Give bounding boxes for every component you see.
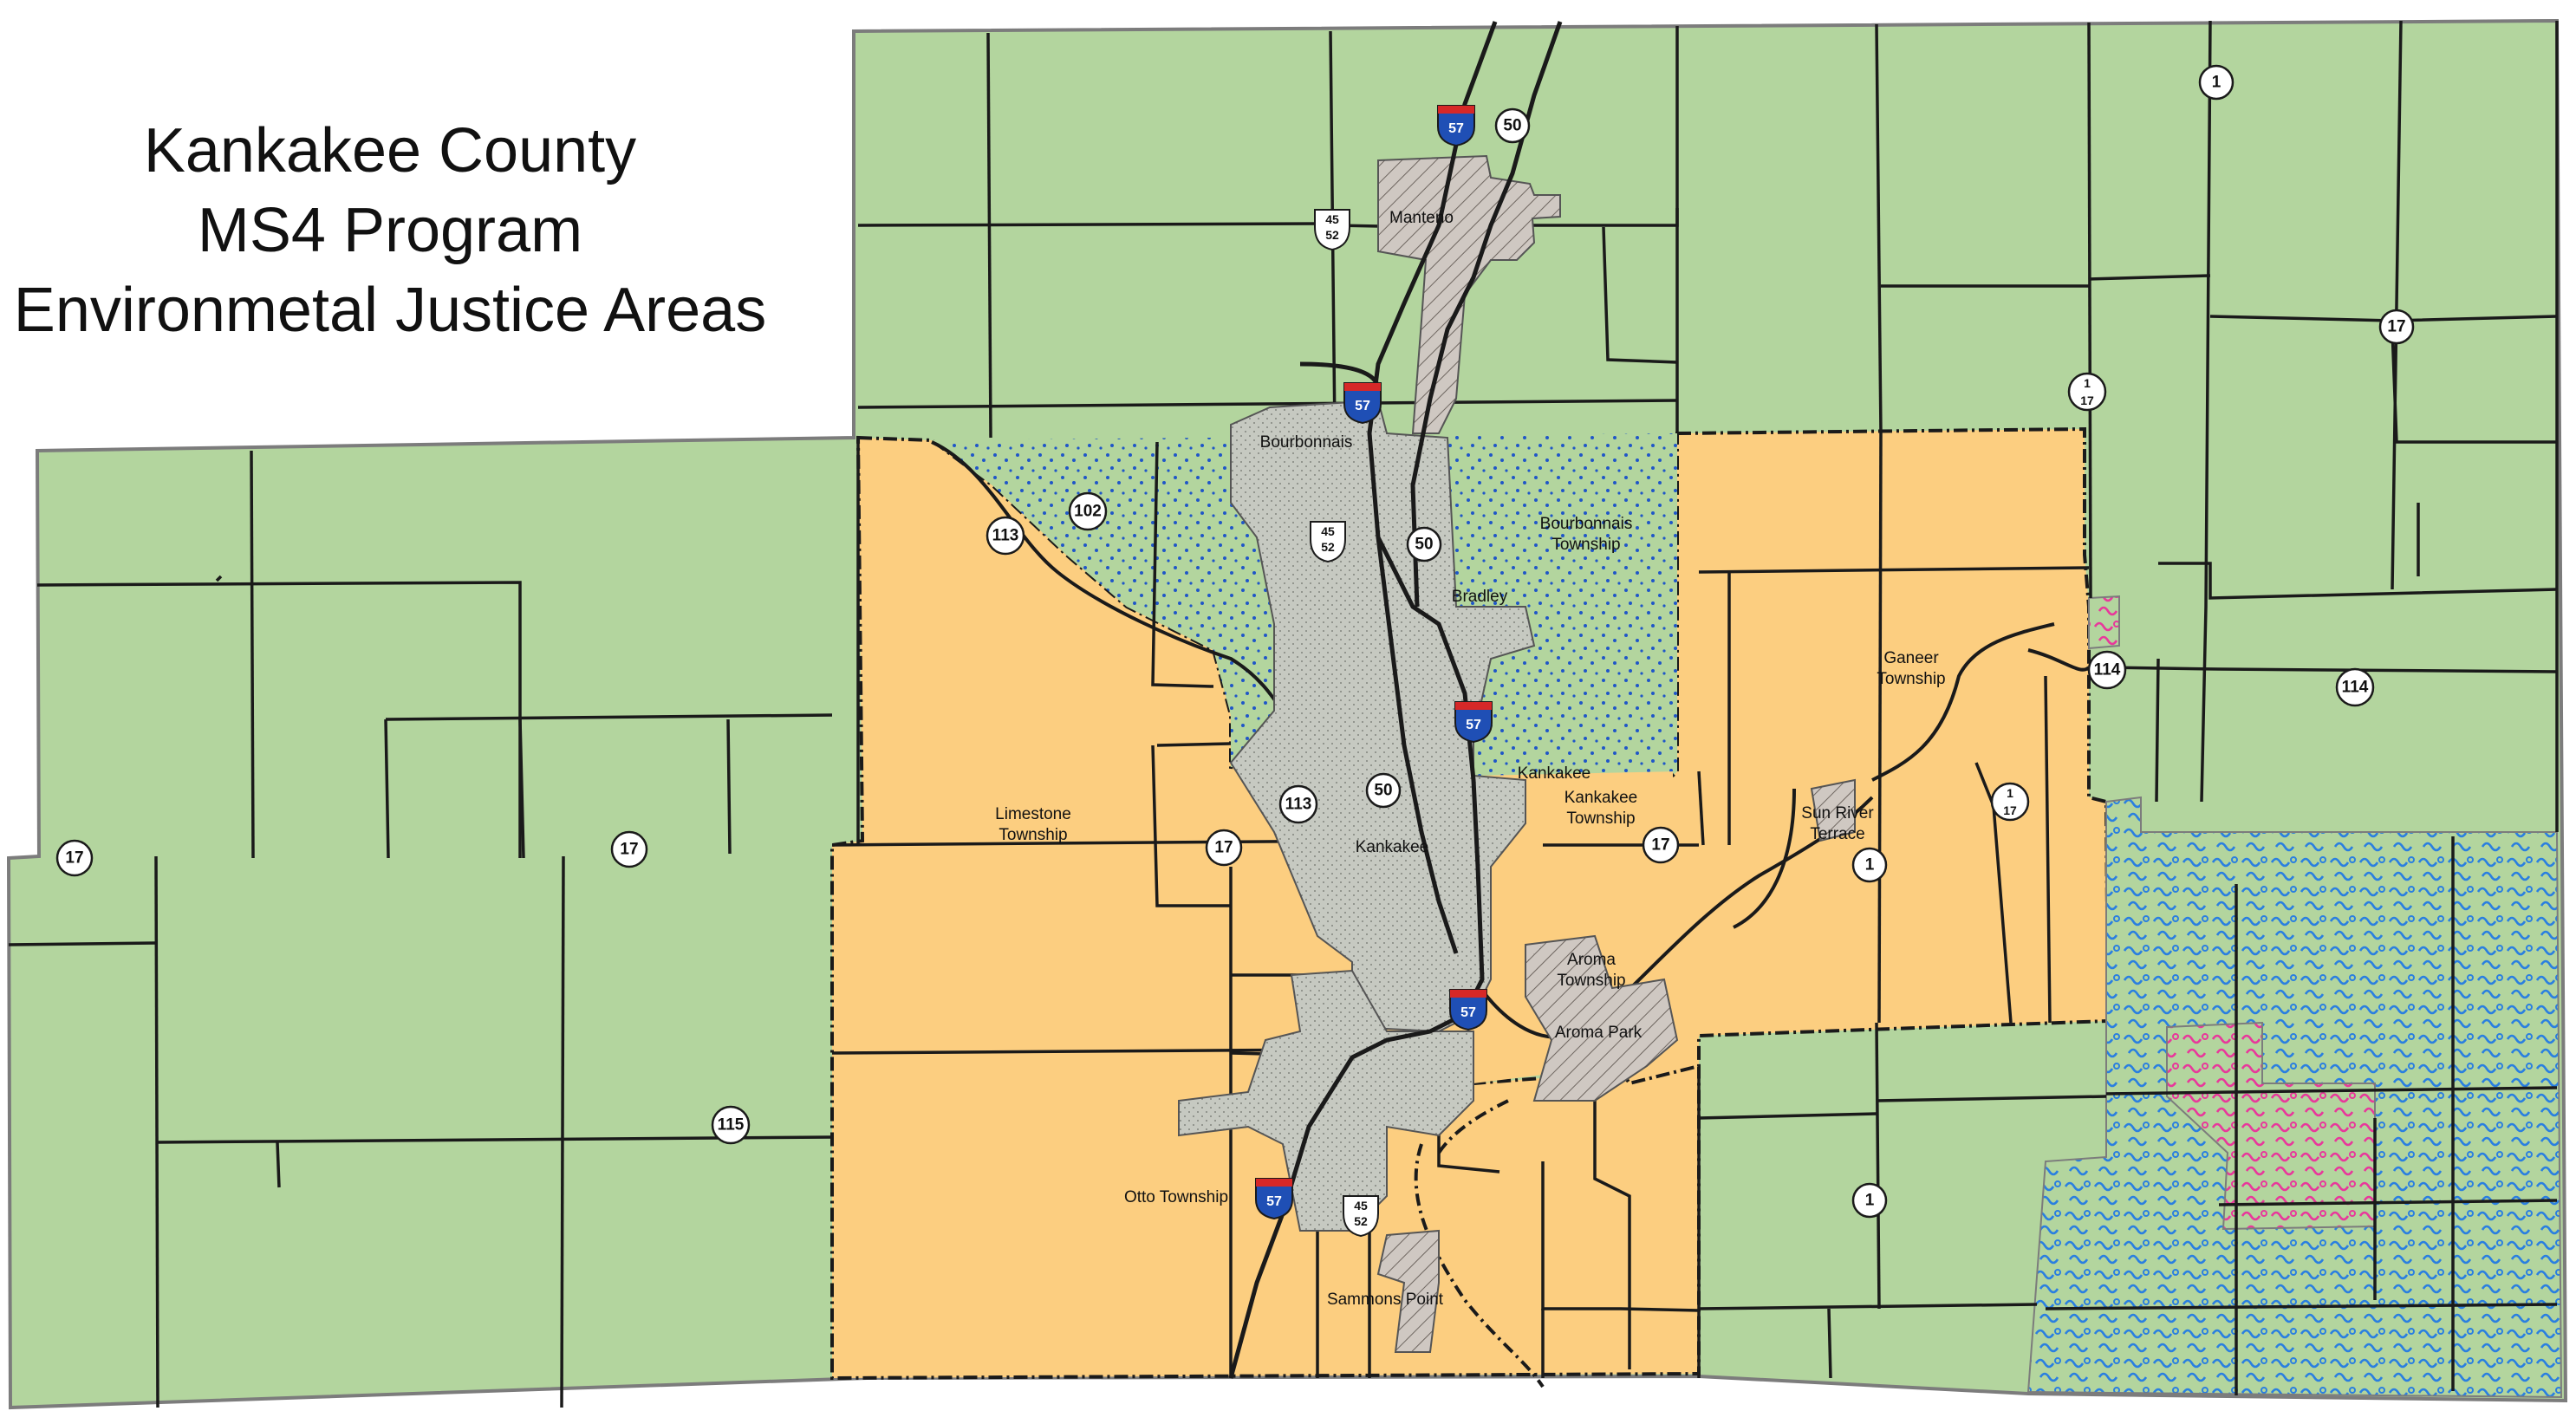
state-route-shield-icon: 50 (1494, 107, 1531, 144)
svg-text:17: 17 (2080, 393, 2094, 407)
place-labels: Manteno Bourbonnais Bourbonnais Township… (995, 209, 1945, 1309)
state-route-shield-icon: 17 (55, 839, 94, 877)
us-route-shield-icon: 45 52 (1314, 209, 1350, 251)
township-area-east (1540, 426, 2111, 1086)
svg-text:115: 115 (718, 1116, 745, 1135)
interstate-shield-icon: 57 (1449, 989, 1487, 1031)
label-bourbonnais-twp-1: Bourbonnais (1540, 515, 1633, 533)
svg-text:17: 17 (2003, 803, 2017, 817)
label-ganeer-1: Ganeer (1883, 649, 1939, 667)
title-line-3: Environmetal Justice Areas (13, 276, 767, 345)
svg-text:17: 17 (65, 849, 83, 868)
state-route-shield-icon: 17 (1642, 826, 1680, 864)
svg-text:17: 17 (1651, 836, 1669, 855)
state-route-shield-icon: 115 (711, 1105, 751, 1145)
svg-text:113: 113 (1285, 796, 1312, 814)
title-line-2: MS4 Program (197, 196, 583, 265)
state-route-shield-icon: 1 (1851, 847, 1888, 883)
state-route-shield-icon: 102 (1068, 491, 1108, 531)
svg-text:50: 50 (1503, 117, 1521, 135)
svg-text:57: 57 (1355, 399, 1370, 413)
svg-text:1: 1 (2212, 74, 2221, 92)
svg-text:57: 57 (1460, 1005, 1476, 1020)
label-kankakee-city: Kankakee (1356, 838, 1429, 856)
label-sun-river-1: Sun River (1801, 804, 1874, 823)
municipal-area-aroma-park (1525, 934, 1679, 1102)
label-kankakee-twp-2: Township (1566, 810, 1635, 828)
svg-text:50: 50 (1374, 782, 1392, 800)
state-route-shield-icon: 114 (2335, 667, 2375, 707)
svg-text:52: 52 (1321, 540, 1335, 554)
label-ganeer-2: Township (1877, 670, 1945, 688)
state-route-shield-icon: 113 (986, 516, 1025, 556)
svg-text:50: 50 (1415, 536, 1433, 554)
state-route-shield-icon: 17 (610, 830, 648, 868)
svg-text:17: 17 (2387, 318, 2405, 336)
interstate-shield-icon: 57 (1454, 701, 1493, 744)
svg-text:1: 1 (1865, 1192, 1875, 1210)
state-route-shield-icon: 1 (2198, 64, 2234, 101)
state-route-shield-icon: 17 (2378, 309, 2415, 345)
interstate-shield-icon: 57 (1343, 382, 1382, 425)
svg-text:114: 114 (2094, 661, 2121, 679)
svg-text:17: 17 (620, 841, 638, 859)
municipal-area-manteno (1377, 154, 1561, 434)
label-manteno: Manteno (1389, 209, 1454, 227)
svg-text:52: 52 (1354, 1214, 1368, 1228)
label-kankakee-twp-1: Kankakee (1564, 789, 1638, 807)
svg-text:57: 57 (1266, 1194, 1282, 1209)
svg-text:45: 45 (1321, 524, 1335, 538)
label-kankakee: Kankakee (1518, 764, 1591, 783)
label-aroma-twp-2: Township (1557, 972, 1625, 990)
svg-text:45: 45 (1354, 1199, 1368, 1213)
highways (1228, 21, 1563, 1379)
label-aroma-twp-1: Aroma (1567, 951, 1616, 969)
svg-text:45: 45 (1325, 212, 1339, 226)
label-limestone-2: Township (999, 826, 1067, 844)
svg-text:17: 17 (1214, 839, 1233, 857)
label-sun-river-2: Terrace (1810, 825, 1864, 843)
map-title: Kankakee County MS4 Program Environmetal… (0, 111, 780, 350)
state-route-shield-icon: 1 17 (1990, 782, 2030, 822)
svg-text:57: 57 (1448, 121, 1464, 136)
state-route-shield-icon: 50 (1406, 526, 1442, 562)
state-route-shield-icon: 114 (2087, 650, 2127, 690)
state-route-shield-icon: 50 (1365, 772, 1402, 809)
interstate-shield-icon: 57 (1437, 105, 1475, 147)
label-limestone-1: Limestone (995, 805, 1071, 823)
interstate-shield-icon: 57 (1255, 1178, 1293, 1220)
municipal-area-sun-river (1810, 778, 1856, 842)
svg-text:113: 113 (992, 527, 1019, 545)
municipal-area-sammons (1376, 1229, 1440, 1353)
svg-text:1: 1 (2007, 786, 2013, 800)
state-route-shield-icon: 1 17 (2067, 372, 2107, 412)
state-route-shield-icon: 17 (1205, 829, 1243, 867)
ej-area-pink-2 (2088, 595, 2120, 650)
state-route-shield-icon: 1 (1851, 1182, 1888, 1219)
municipal-area-bourbonnais (1229, 399, 1536, 1033)
label-bradley: Bradley (1452, 588, 1508, 606)
label-bourbonnais: Bourbonnais (1260, 433, 1353, 452)
label-sammons: Sammons Point (1327, 1291, 1444, 1309)
title-line-1: Kankakee County (143, 116, 637, 185)
svg-text:57: 57 (1466, 718, 1481, 732)
us-route-shield-icon: 45 52 (1343, 1195, 1379, 1238)
state-route-shield-icon: 113 (1278, 784, 1318, 824)
svg-text:1: 1 (2084, 376, 2091, 390)
route-shields: 1 50 17 1 17 102 113 50 114 (55, 64, 2415, 1238)
label-otto: Otto Township (1124, 1188, 1228, 1206)
label-aroma-park: Aroma Park (1555, 1024, 1643, 1042)
svg-text:102: 102 (1074, 503, 1102, 521)
us-route-shield-icon: 45 52 (1310, 521, 1346, 563)
svg-text:114: 114 (2342, 679, 2369, 697)
railroads (1414, 1099, 1545, 1388)
label-bourbonnais-twp-2: Township (1551, 536, 1620, 554)
svg-text:52: 52 (1325, 228, 1339, 242)
svg-text:1: 1 (1865, 856, 1875, 875)
